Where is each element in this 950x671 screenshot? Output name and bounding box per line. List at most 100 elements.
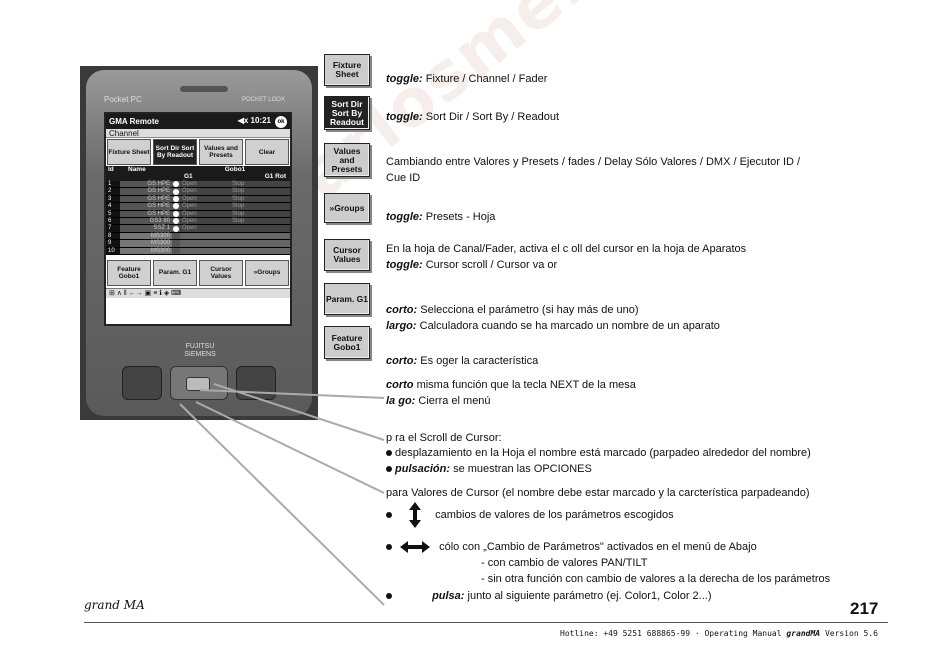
line-scroll-2: pulsación: se muestran las OPCIONES xyxy=(386,463,592,475)
status-dot xyxy=(172,247,180,254)
line-sort: toggle: Sort Dir / Sort By / Readout xyxy=(386,111,560,123)
status-dot xyxy=(172,210,180,217)
status-dot xyxy=(172,240,180,247)
cell-id: 1 xyxy=(106,181,120,188)
param-button[interactable]: Param. G1 xyxy=(153,259,197,286)
left-right-arrow-icon xyxy=(400,541,431,554)
feature-button[interactable]: Feature Gobo1 xyxy=(107,259,151,286)
line-pantilt: - con cambio de valores PAN/TILT xyxy=(481,557,648,569)
cell-g1rot: Stop xyxy=(226,181,290,188)
cell-g1: Open xyxy=(180,181,226,188)
cell-g1: Open xyxy=(180,225,226,232)
sort-key: Sort Dir Sort By Readout xyxy=(324,96,370,130)
col-g1: G1 xyxy=(184,173,193,180)
cursor-key: Cursor Values xyxy=(324,239,370,271)
cell-g1 xyxy=(180,232,226,240)
values-presets-button[interactable]: Values and Presets xyxy=(199,139,243,165)
status-dot xyxy=(172,195,180,203)
line-param-a: corto: Selecciona el parámetro (si hay m… xyxy=(386,304,639,316)
line-cursor-values: para Valores de Cursor (el nombre debe e… xyxy=(386,487,810,499)
cell-g1rot xyxy=(226,225,290,232)
cell-g1rot: Stop xyxy=(226,217,290,225)
clear-button[interactable]: Clear xyxy=(245,139,289,165)
cell-id: 2 xyxy=(106,188,120,195)
cell-g1rot xyxy=(226,247,290,254)
status-dot xyxy=(172,232,180,240)
line-cursor-b: toggle: Cursor scroll / Cursor va or xyxy=(386,259,558,271)
cell-name: GS HPE xyxy=(120,210,172,217)
status-dot xyxy=(172,188,180,195)
line-cursor-a: En la hoja de Canal/Fader, activa el c o… xyxy=(386,243,747,255)
device-brand: Pocket PC xyxy=(104,95,142,104)
cell-name: GS HPE xyxy=(120,195,172,203)
cell-name: GS HPE xyxy=(120,188,172,195)
line-values-b: Cue ID xyxy=(386,172,421,184)
status-dot xyxy=(172,203,180,210)
groups-button[interactable]: »Groups xyxy=(245,259,289,286)
cell-name: MS300 xyxy=(120,232,172,240)
line-other: - sin otra función con cambio de valores… xyxy=(481,573,831,585)
cell-name: SSZ 1 xyxy=(120,225,172,232)
dpad-center-button[interactable] xyxy=(186,377,210,391)
cell-name: GS3 80 xyxy=(120,217,172,225)
values-key: Values and Presets xyxy=(324,143,370,177)
cursor-values-button[interactable]: Cursor Values xyxy=(199,259,243,286)
param-key: Param. G1 xyxy=(324,283,370,315)
device-model: POCKET LOOX xyxy=(242,97,285,103)
line-groups: toggle: Presets - Hoja xyxy=(386,211,496,223)
speaker-grille xyxy=(180,86,228,92)
groups-key: »Groups xyxy=(324,193,370,223)
cell-g1 xyxy=(180,247,226,254)
ok-button[interactable]: ok xyxy=(275,115,287,128)
mode-label: Channel xyxy=(106,129,290,138)
hardware-button-left[interactable] xyxy=(122,366,162,400)
cell-g1: Open xyxy=(180,203,226,210)
cell-g1 xyxy=(180,240,226,247)
line-pulsa: pulsa: junto al siguiente parámetro (ej.… xyxy=(386,590,711,602)
cell-g1rot xyxy=(226,232,290,240)
cell-g1rot: Stop xyxy=(226,188,290,195)
maker-logo: FUJITSU SIEMENS xyxy=(184,343,216,358)
col-g1rot: G1 Rot xyxy=(264,173,286,180)
cell-g1rot xyxy=(226,240,290,247)
cell-id: 6 xyxy=(106,217,120,225)
cell-g1rot: Stop xyxy=(226,195,290,203)
sort-button[interactable]: Sort Dir Sort By Readout xyxy=(153,139,197,165)
cell-id: 4 xyxy=(106,203,120,210)
cell-name: MS300 xyxy=(120,247,172,254)
line-scroll-1: desplazamiento en la Hoja el nombre está… xyxy=(386,447,811,459)
cell-id: 9 xyxy=(106,240,120,247)
line-param-b: largo: Calculadora cuando se ha marcado … xyxy=(386,320,720,332)
cell-g1: Open xyxy=(180,217,226,225)
footer-rule xyxy=(84,622,888,623)
up-down-arrow-icon xyxy=(409,502,422,528)
feature-key: Feature Gobo1 xyxy=(324,326,370,359)
line-close: la go: Cierra el menú xyxy=(386,395,491,407)
fixture-sheet-button[interactable]: Fixture Sheet xyxy=(107,139,151,165)
cell-id: 8 xyxy=(106,232,120,240)
taskbar: ⊞ ∧ ‖ ←→ ▣ ≡ ℹ ◈ ⌨ xyxy=(106,287,290,298)
cell-id: 5 xyxy=(106,210,120,217)
cell-g1: Open xyxy=(180,210,226,217)
cell-g1: Open xyxy=(180,188,226,195)
line-scroll: p ra el Scroll de Cursor: xyxy=(386,432,502,444)
clock: ◀x 10:21 xyxy=(237,115,271,125)
line-feature: corto: Es oger la característica xyxy=(386,355,539,367)
cell-name: MS300 xyxy=(120,240,172,247)
line-fixture: toggle: Fixture / Channel / Fader xyxy=(386,73,548,85)
line-next: corto misma función que la tecla NEXT de… xyxy=(386,379,636,391)
